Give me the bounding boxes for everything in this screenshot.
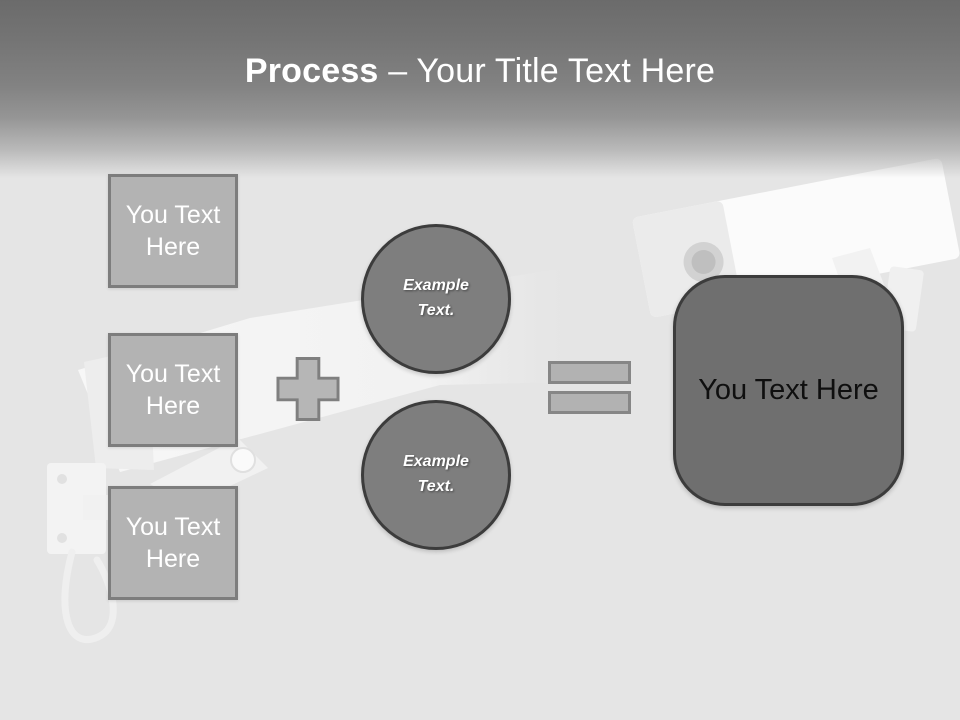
step-box-3-label: You Text Here — [125, 513, 221, 573]
step-box-3[interactable]: You Text Here — [108, 486, 238, 600]
step-box-1[interactable]: You Text Here — [108, 174, 238, 288]
slide-title[interactable]: Process – Your Title Text Here — [0, 52, 960, 91]
title-rest: – Your Title Text Here — [388, 52, 716, 90]
example-circle-1-label: Example Text. — [403, 277, 469, 319]
step-box-2-label: You Text Here — [125, 360, 221, 420]
equals-bar-bottom — [548, 391, 631, 414]
header-gradient — [0, 0, 960, 178]
example-circle-2[interactable]: Example Text. — [361, 400, 511, 550]
example-circle-1[interactable]: Example Text. — [361, 224, 511, 374]
plus-icon — [276, 357, 340, 421]
equals-bar-top — [548, 361, 631, 384]
step-box-2[interactable]: You Text Here — [108, 333, 238, 447]
result-box[interactable]: You Text Here — [673, 275, 904, 506]
result-box-label: You Text Here — [698, 374, 879, 406]
title-keyword: Process — [244, 52, 379, 90]
equals-icon — [548, 361, 631, 414]
plus-icon-svg — [276, 357, 340, 421]
step-box-1-label: You Text Here — [125, 201, 221, 261]
example-circle-2-label: Example Text. — [403, 453, 469, 495]
